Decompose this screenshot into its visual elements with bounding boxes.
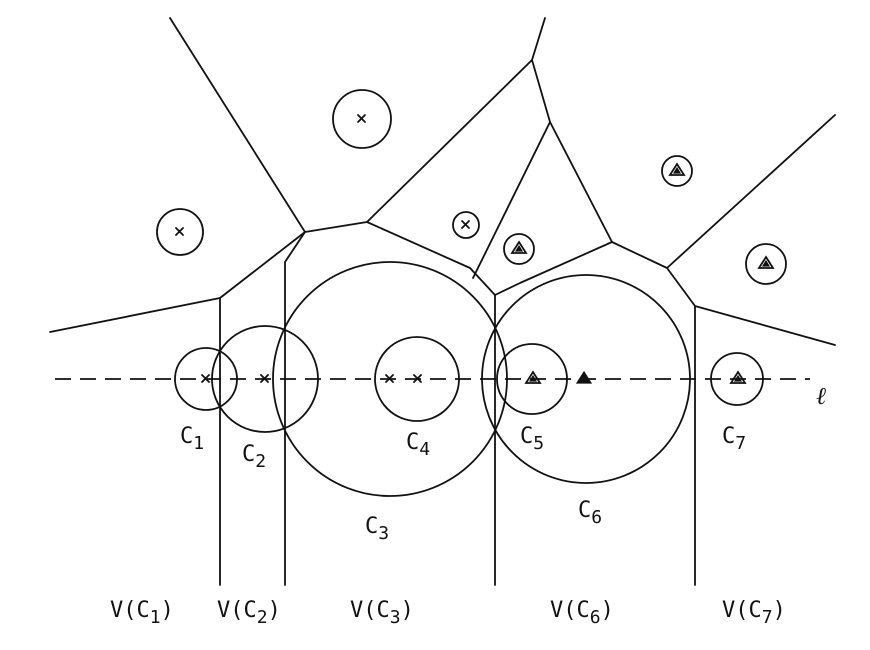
circle-label-c1: C1: [180, 424, 205, 454]
line-label: ℓ: [816, 382, 826, 410]
cross-markers: [175, 114, 470, 383]
triangle-marker: [514, 244, 524, 252]
voronoi-edge: [494, 241, 613, 296]
region-label-v-c6: V(C6): [550, 598, 614, 628]
site-circle: [503, 233, 535, 265]
region-label-v-c7: V(C7): [722, 598, 786, 628]
circle-label-c4: C4: [406, 430, 431, 460]
triangle-marker: [575, 370, 593, 384]
voronoi-edge: [49, 221, 496, 333]
cross-marker: [385, 374, 394, 383]
cross-marker: [201, 374, 210, 383]
region-label-v-c1: V(C1): [110, 598, 174, 628]
voronoi-edge: [169, 17, 306, 233]
site-circle: [156, 208, 204, 256]
site-circles: [156, 89, 787, 285]
voronoi-edge: [666, 267, 836, 346]
triangle-markers: [510, 162, 775, 384]
circle-label-c3: C3: [365, 514, 390, 544]
site-circle: [661, 155, 693, 187]
region-label-v-c3: V(C3): [350, 598, 414, 628]
cross-marker: [357, 114, 366, 123]
region-label-v-c2: V(C2): [217, 598, 281, 628]
triangle-marker: [668, 162, 686, 176]
circle-label-c6: C6: [578, 498, 603, 528]
triangle-marker: [524, 370, 542, 384]
circle-label-c7: C7: [722, 424, 747, 454]
cross-marker: [260, 374, 269, 383]
site-circle: [452, 211, 480, 239]
site-circle: [745, 243, 787, 285]
site-circle: [332, 89, 392, 149]
triangle-marker: [757, 255, 775, 269]
circle-label-c2: C2: [242, 442, 267, 472]
voronoi-edge: [284, 231, 306, 586]
voronoi-edges: [49, 17, 836, 586]
triangle-marker: [761, 259, 771, 267]
cross-marker: [461, 220, 470, 229]
voronoi-edge: [366, 17, 546, 223]
circle-label-c5: C5: [520, 424, 545, 454]
triangle-marker: [528, 374, 538, 382]
triangle-marker: [510, 240, 528, 254]
voronoi-edge: [531, 59, 836, 269]
cross-marker: [175, 227, 184, 236]
triangle-marker: [672, 166, 682, 174]
triangle-marker: [733, 374, 743, 382]
voronoi-edge: [472, 121, 551, 279]
triangle-marker: [729, 370, 747, 384]
cross-marker: [413, 374, 422, 383]
